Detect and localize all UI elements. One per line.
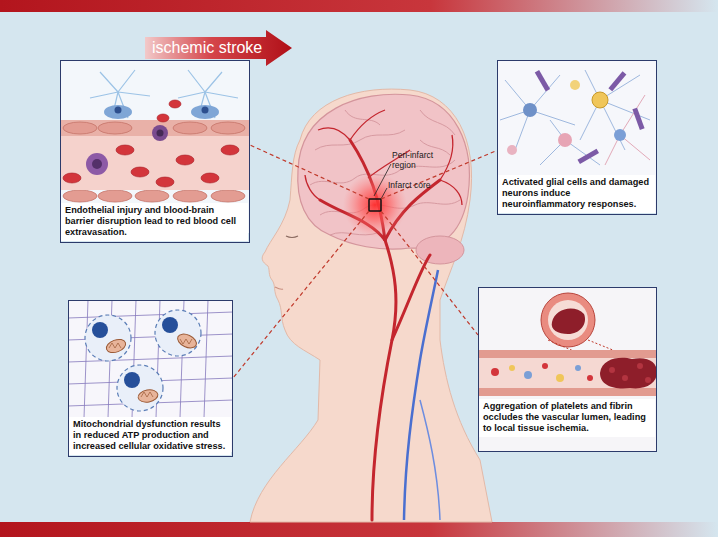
panel-caption: Aggregation of platelets and fibrin occl…: [479, 399, 655, 437]
arrow-label: ischemic stroke: [152, 39, 267, 57]
top-band: [0, 0, 718, 12]
leader-line: [374, 164, 391, 196]
panel-box: Aggregation of platelets and fibrin occl…: [478, 287, 657, 452]
panel-box: Endothelial injury and blood-brain barri…: [60, 60, 250, 243]
arteries: [320, 140, 440, 520]
lips: [275, 287, 283, 289]
panel-caption: Activated glial cells and damaged neuron…: [498, 175, 655, 213]
vein-branch: [420, 400, 440, 520]
eye: [286, 236, 298, 238]
pointer-lines: [233, 145, 498, 378]
region-label: Infarct core: [388, 181, 452, 191]
region-label: Peri-infarct region: [392, 151, 444, 171]
bottom-band: [0, 522, 718, 537]
panel-caption: Endothelial injury and blood-brain barri…: [61, 203, 248, 241]
cerebellum: [416, 236, 464, 264]
panel-caption: Mitochondrial dysfunction results in red…: [69, 417, 231, 455]
panel-box: Activated glial cells and damaged neuron…: [497, 60, 657, 215]
head-profile: [250, 89, 492, 522]
infarct-core-box: [369, 199, 381, 211]
brain: [298, 94, 470, 249]
vein: [404, 270, 438, 520]
thrombus-illustration: [478, 287, 657, 452]
panel-box: Mitochondrial dysfunction results in red…: [68, 300, 233, 457]
glia-illustration: [497, 60, 657, 213]
